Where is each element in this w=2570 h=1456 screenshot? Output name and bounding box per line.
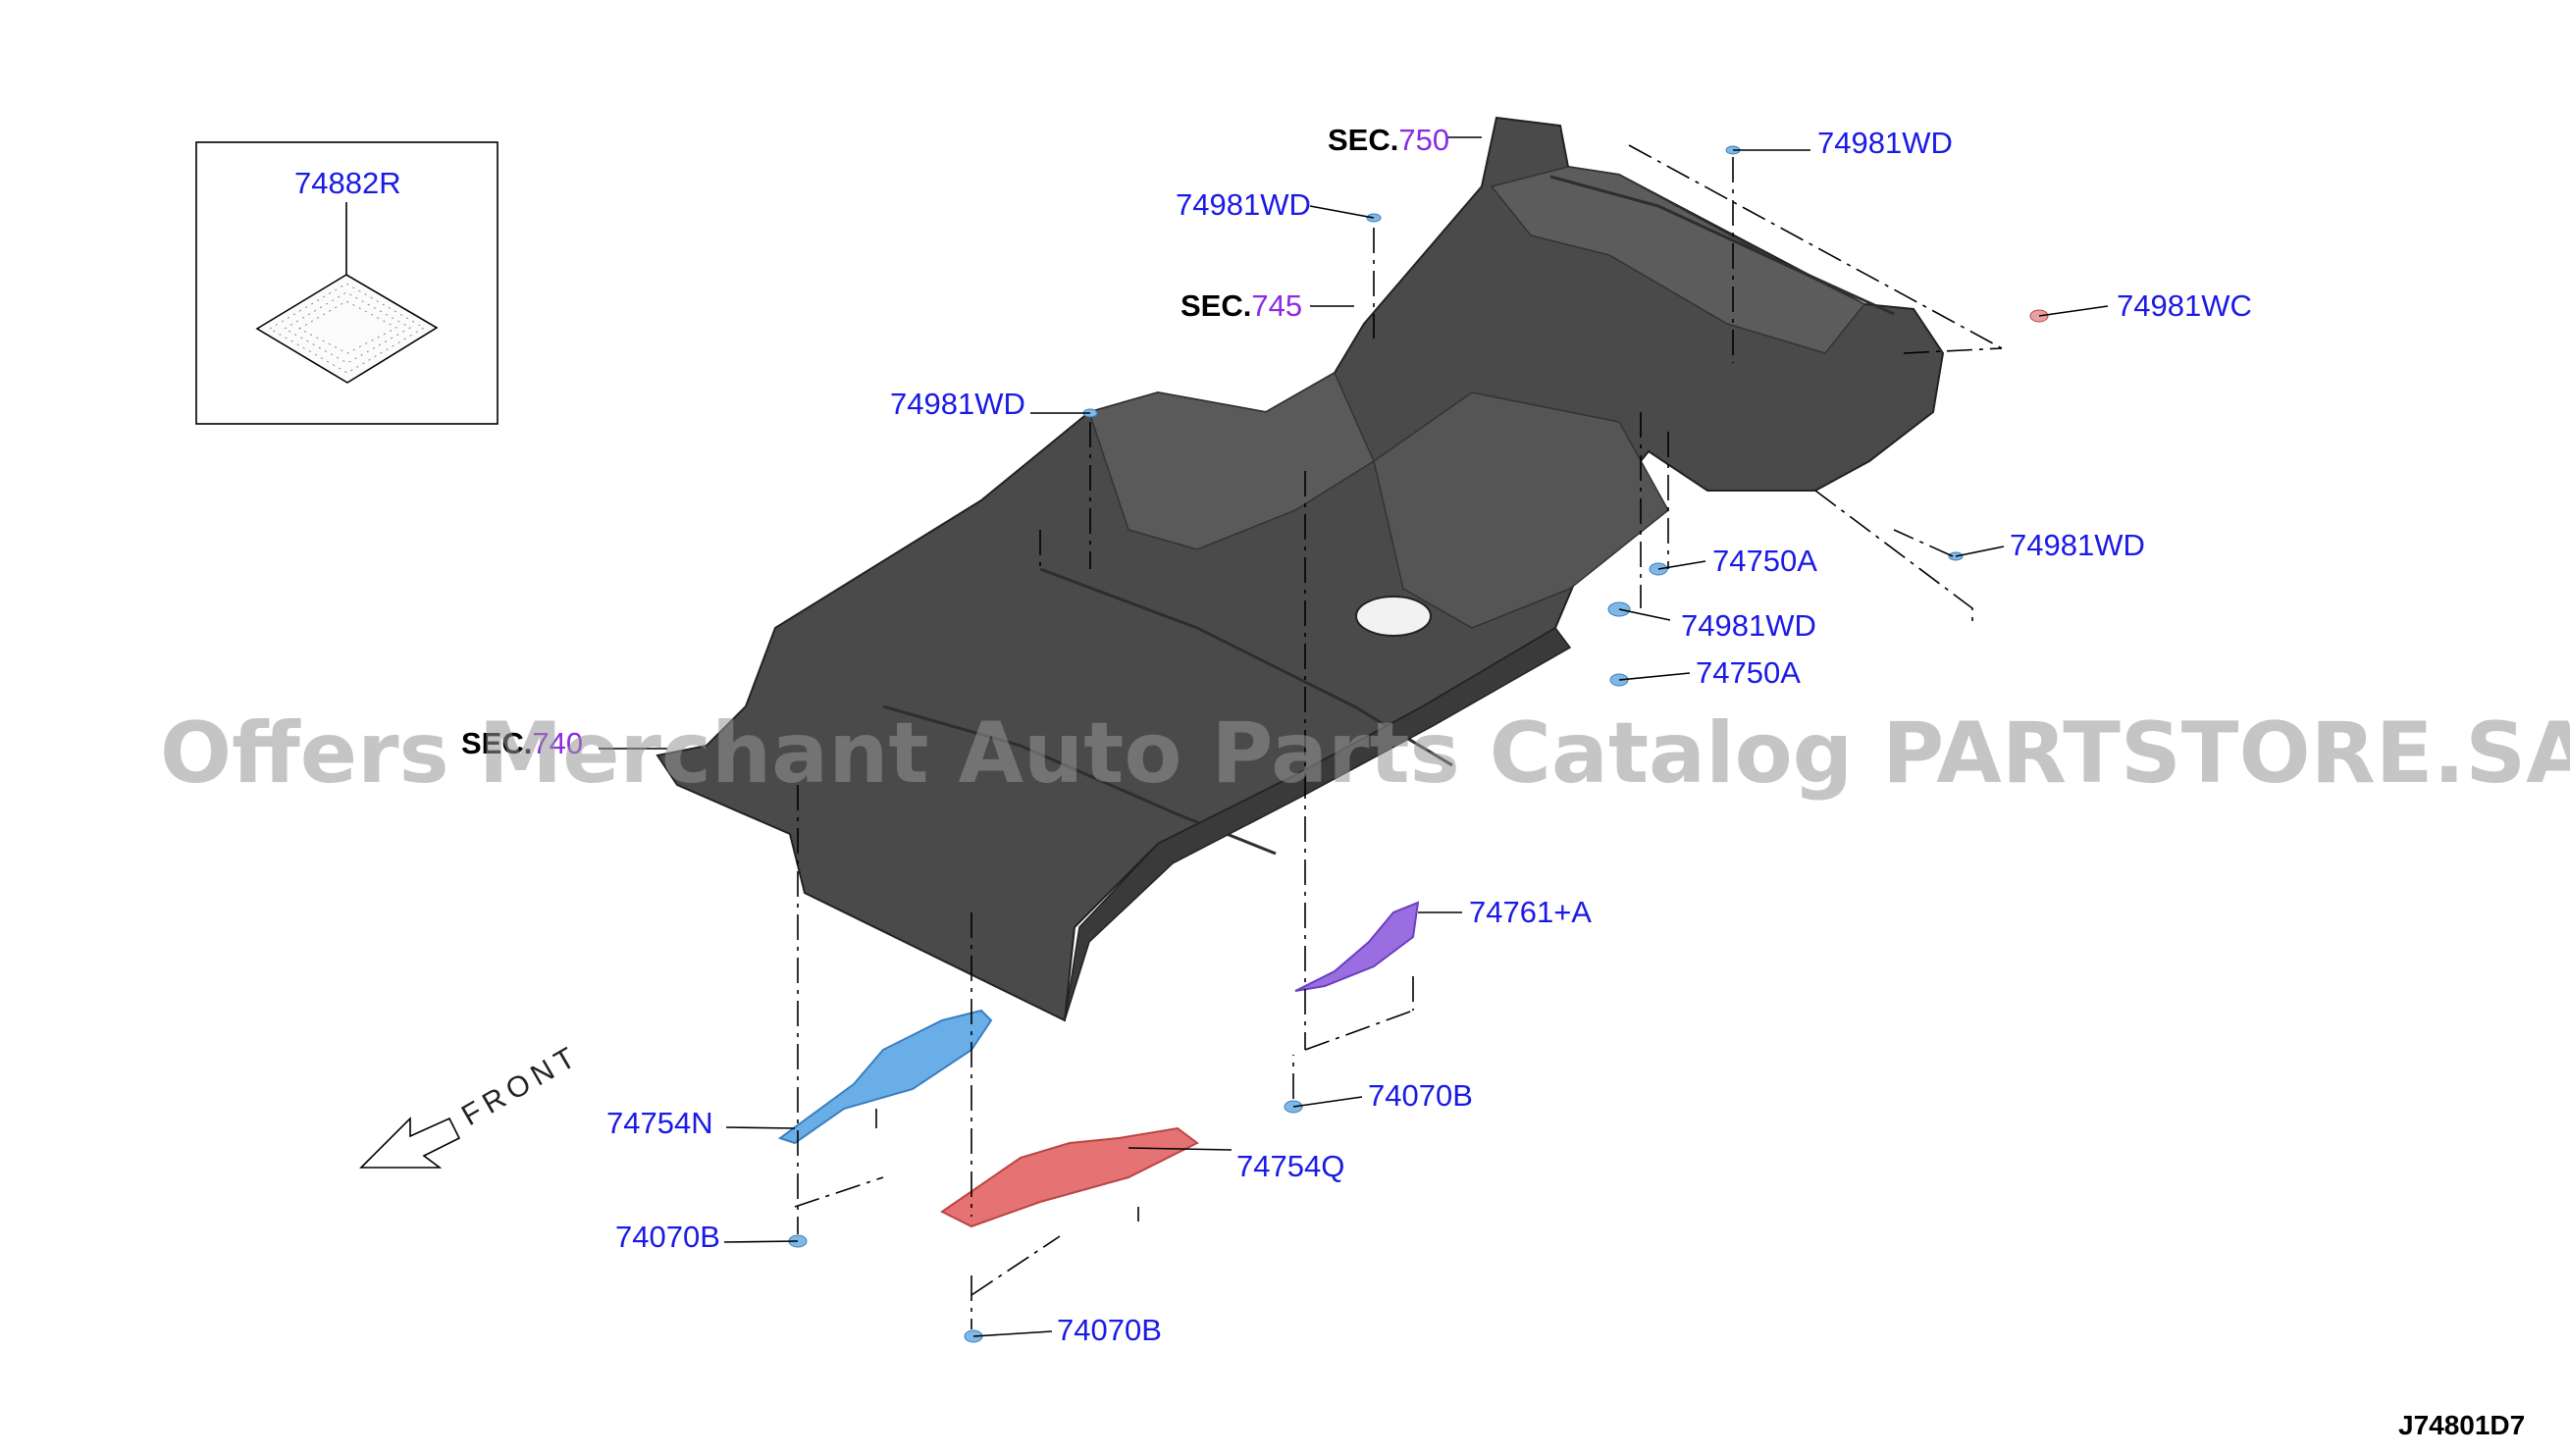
- callout-74981WD[interactable]: 74981WD: [1176, 187, 1311, 222]
- callout-74981WD[interactable]: 74981WD: [1817, 126, 1953, 160]
- front-indicator: FRONT: [359, 1039, 586, 1169]
- callout-74761-A[interactable]: 74761+A: [1469, 895, 1592, 929]
- reference-lines: [794, 144, 2003, 1329]
- callout-74750A[interactable]: 74750A: [1712, 544, 1817, 578]
- callout-74070B[interactable]: 74070B: [1057, 1313, 1162, 1347]
- callout-74981WD[interactable]: 74981WD: [890, 387, 1025, 421]
- arrow-icon: [359, 1117, 461, 1169]
- watermark: Offers Merchant Auto Parts Catalog PARTS…: [160, 704, 2570, 803]
- section-ref-750[interactable]: SEC.750: [1328, 123, 1449, 157]
- diagram-code: J74801D7: [2398, 1410, 2525, 1440]
- insulator-pad-icon: [255, 274, 439, 384]
- callout-74070B[interactable]: 74070B: [1368, 1078, 1473, 1113]
- section-ref-740[interactable]: SEC.740: [461, 726, 583, 760]
- inset-box: 74882R: [195, 141, 498, 425]
- callout-74981WD[interactable]: 74981WD: [1681, 608, 1816, 643]
- callout-74070B[interactable]: 74070B: [615, 1220, 720, 1254]
- floor-panel: [656, 116, 1945, 1022]
- inset-part-label[interactable]: 74882R: [294, 166, 401, 200]
- callout-74981WD[interactable]: 74981WD: [2010, 528, 2145, 562]
- part-74754Q[interactable]: [940, 1126, 1199, 1228]
- front-label: FRONT: [456, 1039, 586, 1132]
- leader-lines: [599, 136, 2109, 1337]
- callout-74750A[interactable]: 74750A: [1696, 655, 1801, 690]
- part-74754N[interactable]: [777, 1009, 993, 1145]
- section-ref-745[interactable]: SEC.745: [1180, 288, 1302, 323]
- callout-74754N[interactable]: 74754N: [606, 1106, 713, 1140]
- callout-74754Q[interactable]: 74754Q: [1236, 1149, 1344, 1183]
- callout-74981WC[interactable]: 74981WC: [2117, 288, 2252, 323]
- part-74761[interactable]: [1294, 901, 1420, 992]
